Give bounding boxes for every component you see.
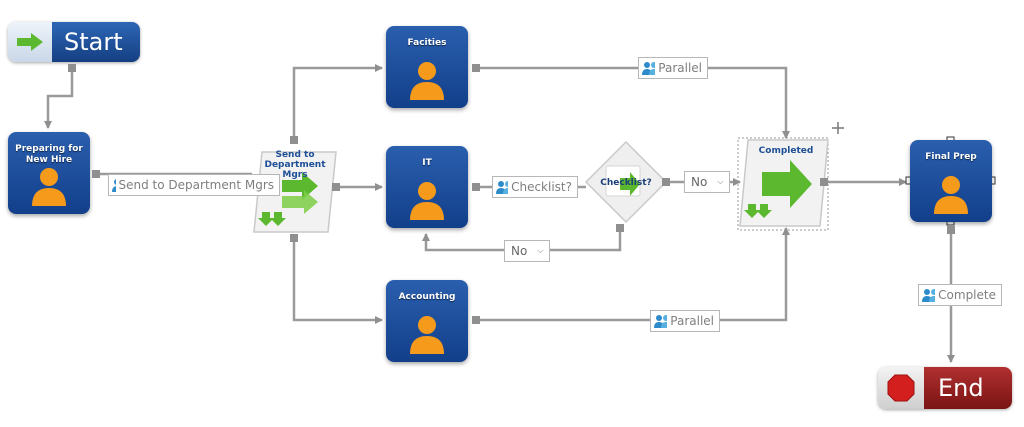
chevron-down-icon: ⌵: [537, 246, 544, 255]
task-preparing-for-new-hire[interactable]: Preparing for New Hire: [8, 132, 90, 214]
completed-title: Completed: [758, 146, 814, 156]
person-icon: [410, 182, 444, 220]
edge-start-to-preparing: [44, 68, 74, 129]
person-icon: [410, 62, 444, 100]
outcome-dropdown-no-loop[interactable]: No ⌵: [504, 240, 550, 262]
edge-label-complete[interactable]: Complete: [918, 284, 1002, 306]
move-handle-icon[interactable]: [832, 122, 844, 134]
checklist-decision[interactable]: [584, 140, 668, 224]
start-node[interactable]: Start: [8, 22, 140, 62]
task-title: Preparing for New Hire: [15, 144, 83, 165]
connector-point[interactable]: [472, 183, 480, 191]
end-label: End: [924, 367, 1012, 409]
edge-label-parallel-top[interactable]: Parallel: [638, 57, 708, 79]
connector-point[interactable]: [290, 136, 298, 144]
task-facilities[interactable]: Facities: [386, 26, 468, 108]
people-icon: [654, 315, 668, 328]
connector-point[interactable]: [68, 64, 76, 72]
green-arrow-icon: [8, 22, 52, 62]
people-icon: [496, 181, 509, 194]
end-node[interactable]: End: [878, 367, 1012, 409]
edge-label-text: Checklist?: [511, 180, 572, 194]
dropdown-value: No: [511, 244, 528, 258]
checklist-title: Checklist?: [600, 178, 652, 188]
edge-label-text: Complete: [938, 288, 996, 302]
connector-point[interactable]: [472, 316, 480, 324]
chevron-down-icon: ⌵: [717, 177, 724, 186]
green-arrow-icon: [762, 160, 812, 208]
stop-sign-icon: [878, 367, 924, 409]
outcome-dropdown-no[interactable]: No ⌵: [684, 171, 730, 193]
task-title: Final Prep: [925, 152, 977, 162]
send-to-department-step[interactable]: [253, 151, 337, 233]
person-icon: [32, 168, 66, 206]
task-title: IT: [422, 158, 432, 168]
connector-point[interactable]: [820, 178, 828, 186]
connector-point[interactable]: [472, 64, 480, 72]
person-icon: [410, 316, 444, 354]
edge-label-parallel-bottom[interactable]: Parallel: [650, 310, 720, 332]
connector-point[interactable]: [947, 226, 955, 234]
edge-label-text: Send to Department Mgrs: [118, 178, 274, 192]
send-to-department-title: Send to Department Mgrs: [264, 150, 326, 180]
decision-arrow-icon: [620, 172, 640, 196]
task-title: Facities: [407, 38, 447, 48]
start-label: Start: [52, 22, 140, 62]
connector-point[interactable]: [616, 224, 624, 232]
connector-point[interactable]: [662, 178, 670, 186]
edge-facilities-to-completed: [476, 66, 790, 139]
task-accounting[interactable]: Accounting: [386, 280, 468, 362]
down-arrows-icon: [744, 204, 772, 218]
people-icon: [642, 62, 656, 75]
edge-send-to-accounting: [292, 238, 383, 324]
edge-send-to-facilities: [292, 64, 383, 140]
people-icon: [922, 289, 936, 302]
connector-point[interactable]: [290, 234, 298, 242]
completed-step[interactable]: [737, 137, 829, 231]
dropdown-value: No: [691, 175, 708, 189]
edge-label-send-to-department-mgrs[interactable]: Send to Department Mgrs: [108, 174, 280, 196]
people-icon: [112, 179, 116, 192]
task-title: Accounting: [398, 292, 456, 302]
person-icon: [934, 176, 968, 214]
task-it[interactable]: IT: [386, 146, 468, 228]
edge-label-checklist[interactable]: Checklist?: [492, 176, 578, 198]
edge-label-text: Parallel: [658, 61, 702, 75]
down-arrows-icon: [258, 212, 286, 226]
task-final-prep[interactable]: Final Prep: [910, 140, 992, 222]
split-arrows-icon: [282, 172, 318, 214]
edge-label-text: Parallel: [670, 314, 714, 328]
connector-point[interactable]: [92, 170, 100, 178]
connector-point[interactable]: [332, 183, 340, 191]
edge-accounting-to-completed: [476, 227, 790, 322]
